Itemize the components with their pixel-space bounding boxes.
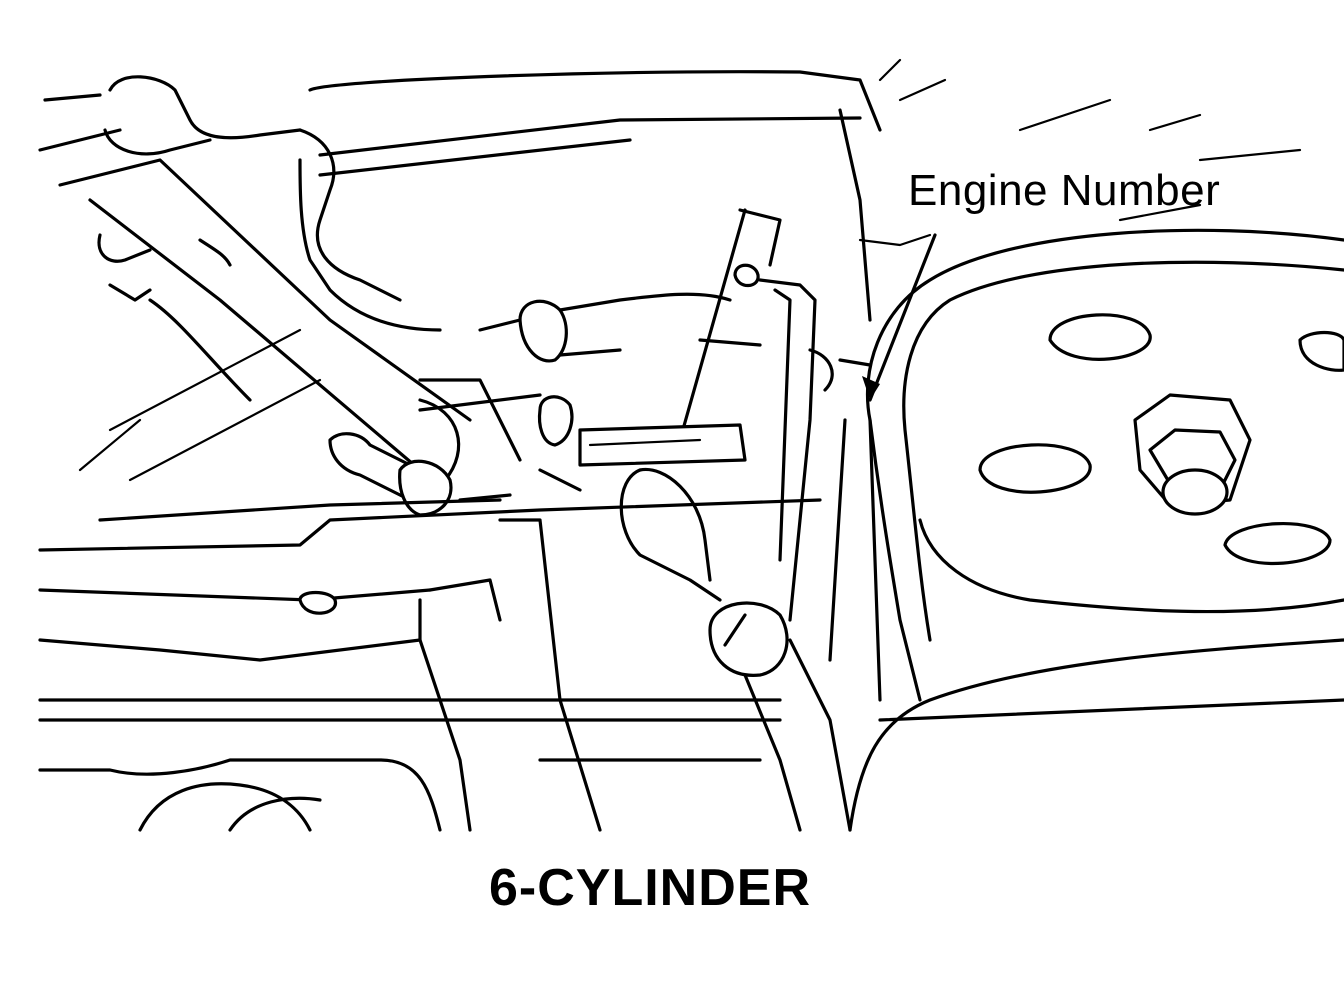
engine-number-plate bbox=[578, 208, 782, 467]
upper-coolant-hose bbox=[103, 75, 442, 332]
intake-rail bbox=[418, 338, 872, 502]
diagram-caption: 6-CYLINDER bbox=[488, 859, 812, 917]
dipstick-loop bbox=[619, 467, 852, 832]
left-clamps bbox=[97, 233, 252, 402]
timing-cover bbox=[828, 108, 1344, 832]
center-fitting bbox=[418, 292, 732, 492]
left-tube bbox=[38, 93, 472, 517]
valve-cover-top bbox=[308, 58, 1302, 222]
crank-pulley bbox=[865, 228, 1344, 702]
plate-bracket bbox=[733, 263, 834, 622]
engine-number-label: Engine Number bbox=[908, 166, 1221, 215]
lower-block bbox=[38, 328, 822, 832]
